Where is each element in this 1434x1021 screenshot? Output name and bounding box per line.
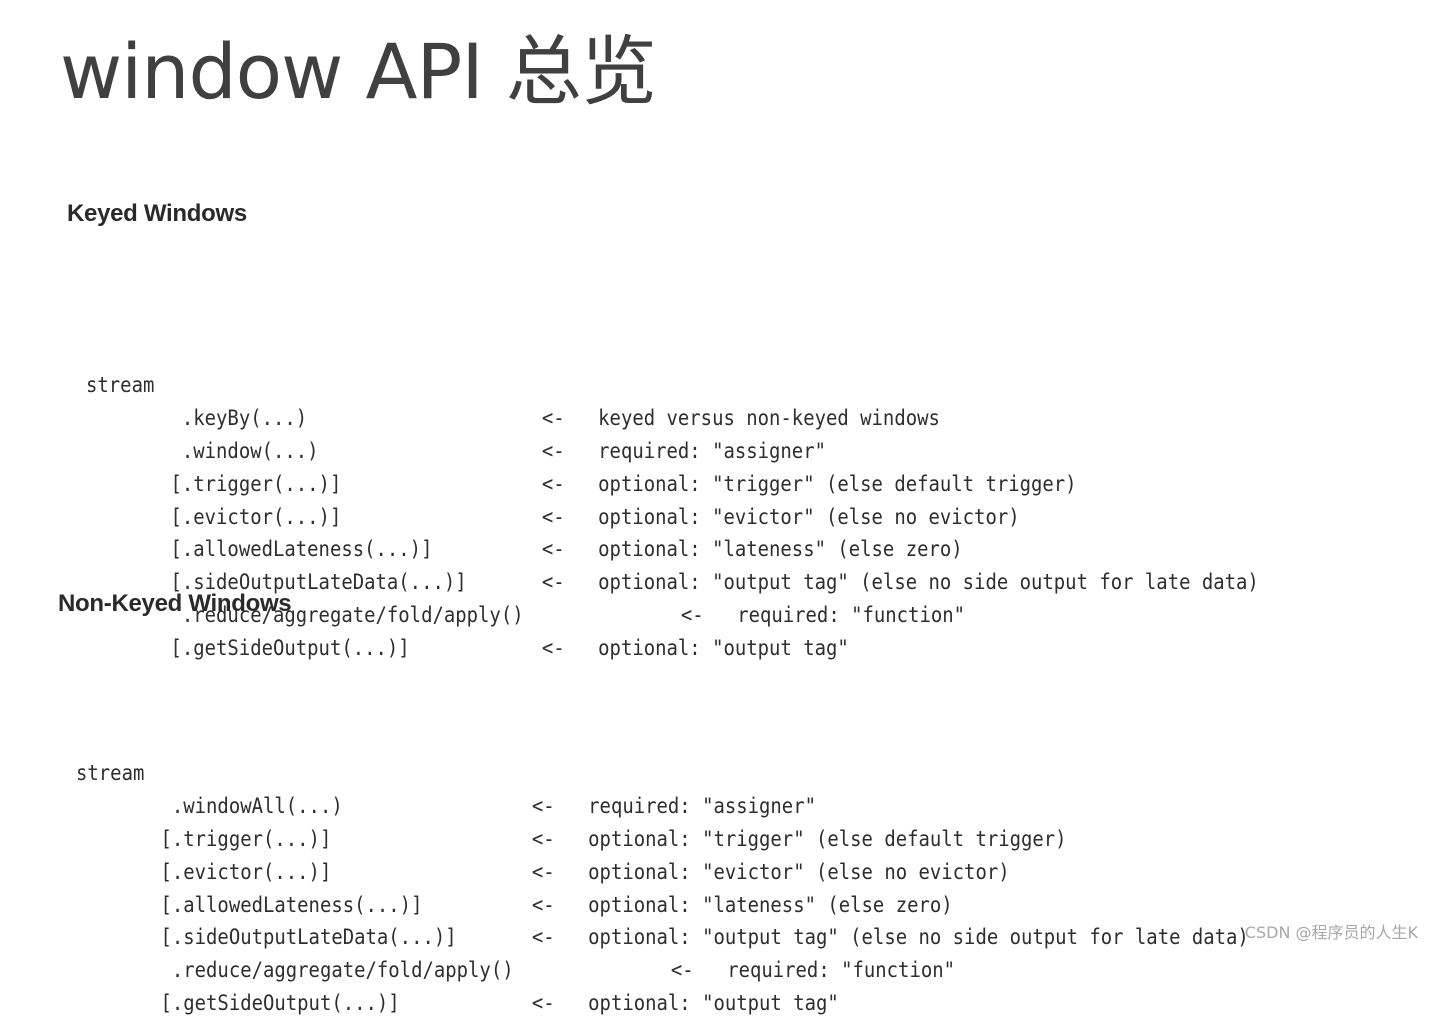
method-description: keyed versus non-keyed windows: [598, 406, 940, 432]
method-call: .windowAll(...): [160, 794, 343, 820]
arrow-marker: <-: [670, 958, 694, 984]
method-description: optional: "trigger" (else default trigge…: [588, 826, 1067, 852]
arrow-marker: <-: [541, 471, 565, 497]
arrow-marker: <-: [541, 537, 565, 563]
page-title: window API 总览: [60, 27, 657, 116]
arrow-marker: <-: [531, 826, 555, 852]
arrow-marker: <-: [541, 635, 565, 661]
method-call: [.getSideOutput(...)]: [160, 990, 400, 1016]
method-call: [.trigger(...)]: [170, 471, 342, 497]
method-call: .window(...): [170, 438, 319, 464]
arrow-marker: <-: [531, 990, 555, 1016]
code-line: .windowAll(...) <- required: "assigner": [76, 791, 816, 824]
code-line: .reduce/aggregate/fold/apply() <- required…: [86, 600, 965, 633]
method-call: [.allowedLateness(...)]: [160, 892, 423, 918]
code-root-line: stream: [86, 338, 154, 398]
non-keyed-windows-code-block: stream .windowAll(...) <- required: "assig…: [76, 660, 1249, 1021]
code-root: stream: [86, 373, 155, 399]
method-description: optional: "lateness" (else zero): [588, 892, 953, 918]
arrow-marker: <-: [541, 438, 565, 464]
keyed-windows-heading: Keyed Windows: [67, 200, 247, 227]
method-description: optional: "evictor" (else no evictor): [588, 859, 1010, 885]
code-line: [.sideOutputLateData(...)] <- optional: "o…: [86, 567, 1258, 600]
watermark: CSDN @程序员的人生K: [1244, 923, 1418, 942]
arrow-marker: <-: [680, 602, 704, 628]
code-line: .keyBy(...) <- keyed versus non-keyed wind…: [86, 403, 940, 436]
method-call: .keyBy(...): [170, 406, 308, 432]
method-description: optional: "lateness" (else zero): [598, 537, 963, 563]
method-call: .reduce/aggregate/fold/apply(): [170, 602, 524, 628]
method-description: required: "function": [737, 602, 966, 628]
arrow-marker: <-: [531, 794, 555, 820]
non-keyed-windows-heading: Non-Keyed Windows: [58, 590, 292, 617]
code-line: [.getSideOutput(...)] <- optional: "output…: [76, 988, 838, 1021]
code-root-line: stream: [76, 726, 144, 786]
arrow-marker: <-: [541, 406, 565, 432]
code-line: .reduce/aggregate/fold/apply() <- required…: [76, 955, 955, 988]
code-line: [.trigger(...)] <- optional: "trigger" (el…: [76, 824, 1066, 857]
code-line: [.allowedLateness(...)] <- optional: "late…: [76, 890, 952, 923]
method-description: required: "function": [727, 958, 956, 984]
arrow-marker: <-: [541, 504, 565, 530]
code-line: [.trigger(...)] <- optional: "trigger" (el…: [86, 469, 1076, 502]
method-description: required: "assigner": [598, 438, 826, 464]
keyed-windows-code-block: stream .keyBy(...) <- keyed versus non-key…: [86, 272, 1259, 666]
method-call: [.evictor(...)]: [160, 859, 332, 885]
method-description: optional: "evictor" (else no evictor): [598, 504, 1020, 530]
code-line: [.evictor(...)] <- optional: "evictor" (el…: [86, 502, 1019, 535]
method-call: [.trigger(...)]: [160, 826, 332, 852]
method-description: optional: "output tag": [598, 635, 849, 661]
arrow-marker: <-: [531, 892, 555, 918]
method-call: [.allowedLateness(...)]: [170, 537, 433, 563]
method-call: [.sideOutputLateData(...)]: [160, 925, 457, 951]
arrow-marker: <-: [531, 925, 555, 951]
code-line: [.evictor(...)] <- optional: "evictor" (el…: [76, 857, 1009, 890]
method-call: [.evictor(...)]: [170, 504, 342, 530]
code-line: [.allowedLateness(...)] <- optional: "late…: [86, 534, 962, 567]
code-root: stream: [76, 761, 145, 787]
code-line: [.getSideOutput(...)] <- optional: "output…: [86, 633, 848, 666]
method-call: .reduce/aggregate/fold/apply(): [160, 958, 514, 984]
arrow-marker: <-: [531, 859, 555, 885]
method-call: [.sideOutputLateData(...)]: [170, 570, 467, 596]
method-description: optional: "output tag" (else no side out…: [598, 570, 1259, 596]
method-description: optional: "output tag": [588, 990, 839, 1016]
method-description: optional: "output tag" (else no side out…: [588, 925, 1249, 951]
code-line: [.sideOutputLateData(...)] <- optional: "o…: [76, 922, 1248, 955]
arrow-marker: <-: [541, 570, 565, 596]
method-description: required: "assigner": [588, 794, 816, 820]
method-description: optional: "trigger" (else default trigge…: [598, 471, 1077, 497]
code-line: .window(...) <- required: "assigner": [86, 436, 826, 469]
method-call: [.getSideOutput(...)]: [170, 635, 410, 661]
